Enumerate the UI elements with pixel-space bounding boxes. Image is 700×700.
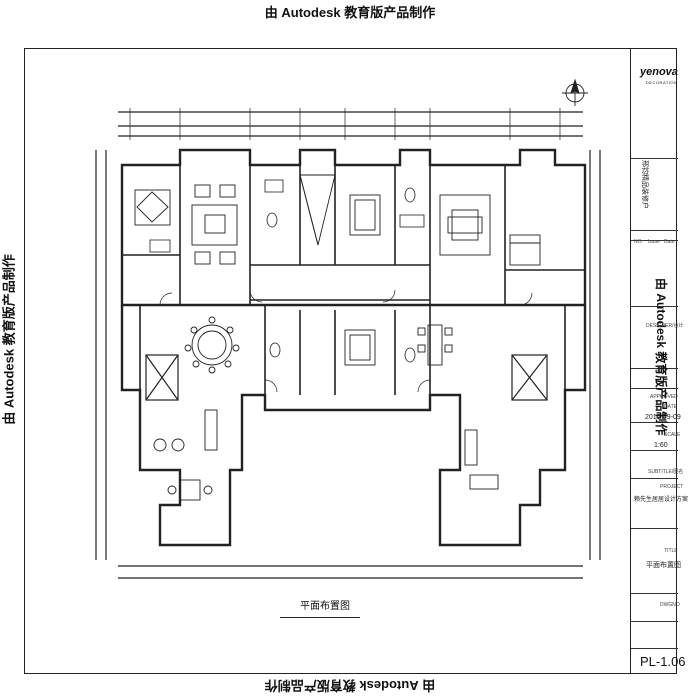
subtitle-caption: SUBTITLE/图名 <box>648 469 684 475</box>
right-bedroom-bed <box>509 234 541 266</box>
door-swings <box>159 289 533 393</box>
title-caption: TITLE <box>664 548 678 554</box>
elevator-shafts <box>145 354 548 401</box>
watermark-top: 由 Autodesk 教育版产品制作 <box>264 5 436 20</box>
date-caption: DATE <box>664 404 677 410</box>
sheet-number: PL-1.06 <box>640 654 686 669</box>
lower-left-lounge <box>153 409 218 501</box>
round-dining-table <box>184 316 240 374</box>
upper-center-bed <box>349 194 381 236</box>
designer-label: DESIGNER/设计 <box>646 323 684 329</box>
drawing-sheet-border <box>24 48 677 674</box>
project-name-label: 邢钧精品装修户 <box>641 160 648 209</box>
plan-title: 平面布置图 <box>300 601 350 612</box>
dwg-caption: DWGNO <box>660 602 680 608</box>
interior-walls <box>122 165 585 395</box>
project-caption: PROJECT <box>660 484 684 490</box>
title-block <box>630 48 678 674</box>
approved-label: APPROVED <box>650 394 678 400</box>
rectangular-dining-table <box>417 324 453 366</box>
dimension-lines-bottom <box>118 565 583 579</box>
date-value: 2015-09-09 <box>645 414 681 421</box>
scale-value: 1:60 <box>654 442 668 449</box>
project-value: 赖先生居居设计方案 <box>634 497 689 503</box>
left-bedroom-rug <box>134 189 171 226</box>
issue-label: Issue <box>648 239 660 245</box>
plan-title-underline <box>280 617 360 618</box>
dimension-lines-top <box>118 111 583 137</box>
scale-caption: SCALE <box>664 432 681 438</box>
date-label: Date <box>664 239 675 245</box>
company-logo: yenova <box>640 66 678 78</box>
lower-right-kitchen <box>464 429 499 490</box>
north-arrow-compass <box>562 78 588 106</box>
right-living-sofa-set <box>439 194 491 256</box>
title-value: 平面布置图 <box>646 562 681 569</box>
watermark-title-block: 由 Autodesk 教育版产品制作 <box>654 278 668 436</box>
left-living-sofa-set <box>191 184 238 265</box>
no-label: NO. <box>634 239 643 245</box>
company-logo-subtitle: DECORATION <box>646 80 678 85</box>
bathroom-fixtures <box>149 179 425 363</box>
lower-center-bed <box>344 329 376 366</box>
central-stair <box>299 174 336 246</box>
exterior-walls <box>120 148 587 547</box>
